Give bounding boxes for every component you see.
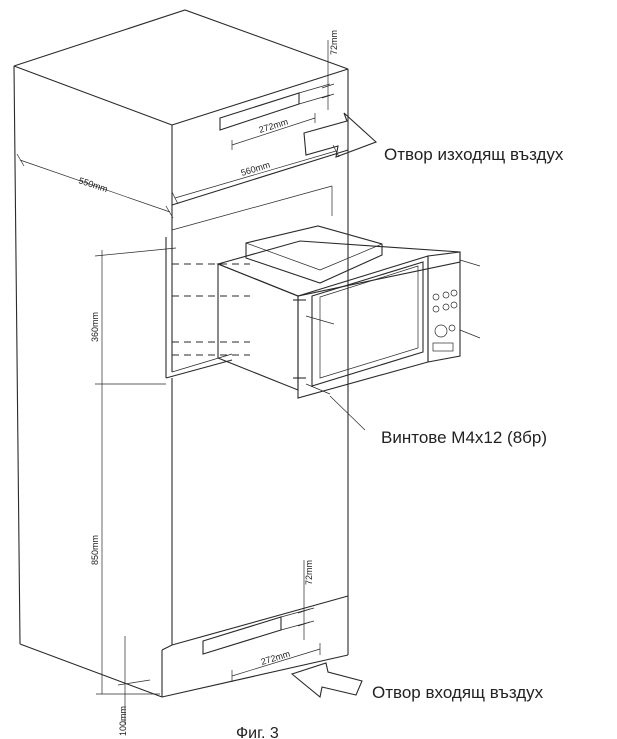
dim-top-vent-height: 72mm xyxy=(329,30,339,55)
dim-depth: 550mm xyxy=(77,175,109,194)
dim-plinth: 100mm xyxy=(118,706,128,736)
figure-caption: Фиг. 3 xyxy=(236,725,279,739)
dim-bottom-vent-height: 72mm xyxy=(304,560,314,585)
dim-niche-height: 360mm xyxy=(90,312,100,342)
screws-leader xyxy=(329,395,366,431)
cabinet xyxy=(13,9,349,698)
dimension-lines xyxy=(16,144,340,724)
bottom-vent xyxy=(202,560,321,682)
dim-bottom-vent-width: 272mm xyxy=(260,649,292,667)
dim-base-height: 850mm xyxy=(90,535,100,565)
microwave xyxy=(216,225,481,399)
intake-arrow xyxy=(290,662,363,699)
exhaust-arrow xyxy=(303,112,378,158)
screws-label: Винтове M4x12 (8бр) xyxy=(381,428,547,447)
projection-lines xyxy=(172,263,250,356)
top-vent xyxy=(219,40,335,150)
dim-top-vent-width: 272mm xyxy=(258,117,290,135)
exhaust-label: Отвор изходящ въздух xyxy=(384,145,564,164)
intake-label: Отвор входящ въздух xyxy=(372,683,544,702)
